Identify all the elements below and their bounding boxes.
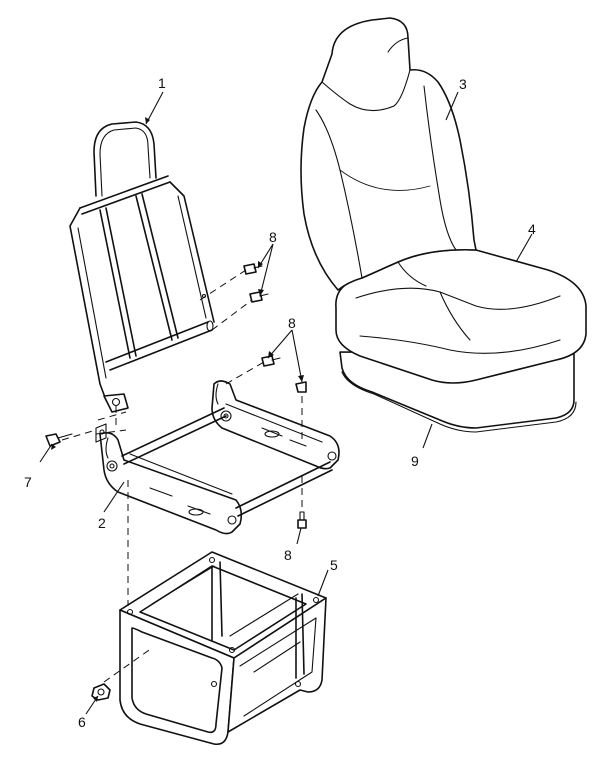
callout-1: 1 [158, 75, 166, 91]
callout-labels: 1 2 3 4 5 6 7 8 8 8 9 [24, 75, 536, 730]
leader-lines [39, 91, 533, 715]
seat-riser-base [119, 551, 327, 746]
fastener-screw-lower [297, 511, 307, 529]
callout-8-top: 8 [269, 229, 277, 245]
seat-back-frame [69, 121, 215, 413]
alignment-lines [61, 269, 303, 683]
seat-back-cushion [300, 17, 477, 291]
fastener-screws-middle [261, 355, 307, 393]
fastener-nut-6 [91, 683, 111, 701]
callout-8-bottom: 8 [284, 547, 292, 563]
callout-9: 9 [411, 453, 419, 469]
seat-slide-frame [95, 380, 340, 535]
fastener-screws-top [243, 263, 269, 303]
seat-assembly [300, 17, 587, 433]
callout-8-middle: 8 [288, 315, 296, 331]
callout-7: 7 [24, 474, 32, 490]
fastener-bolt-7 [45, 433, 73, 447]
callout-5: 5 [330, 557, 338, 573]
callout-2: 2 [98, 515, 106, 531]
callout-4: 4 [528, 221, 536, 237]
callout-6: 6 [78, 714, 86, 730]
seat-base-plate [339, 351, 577, 433]
callout-3: 3 [459, 76, 467, 92]
